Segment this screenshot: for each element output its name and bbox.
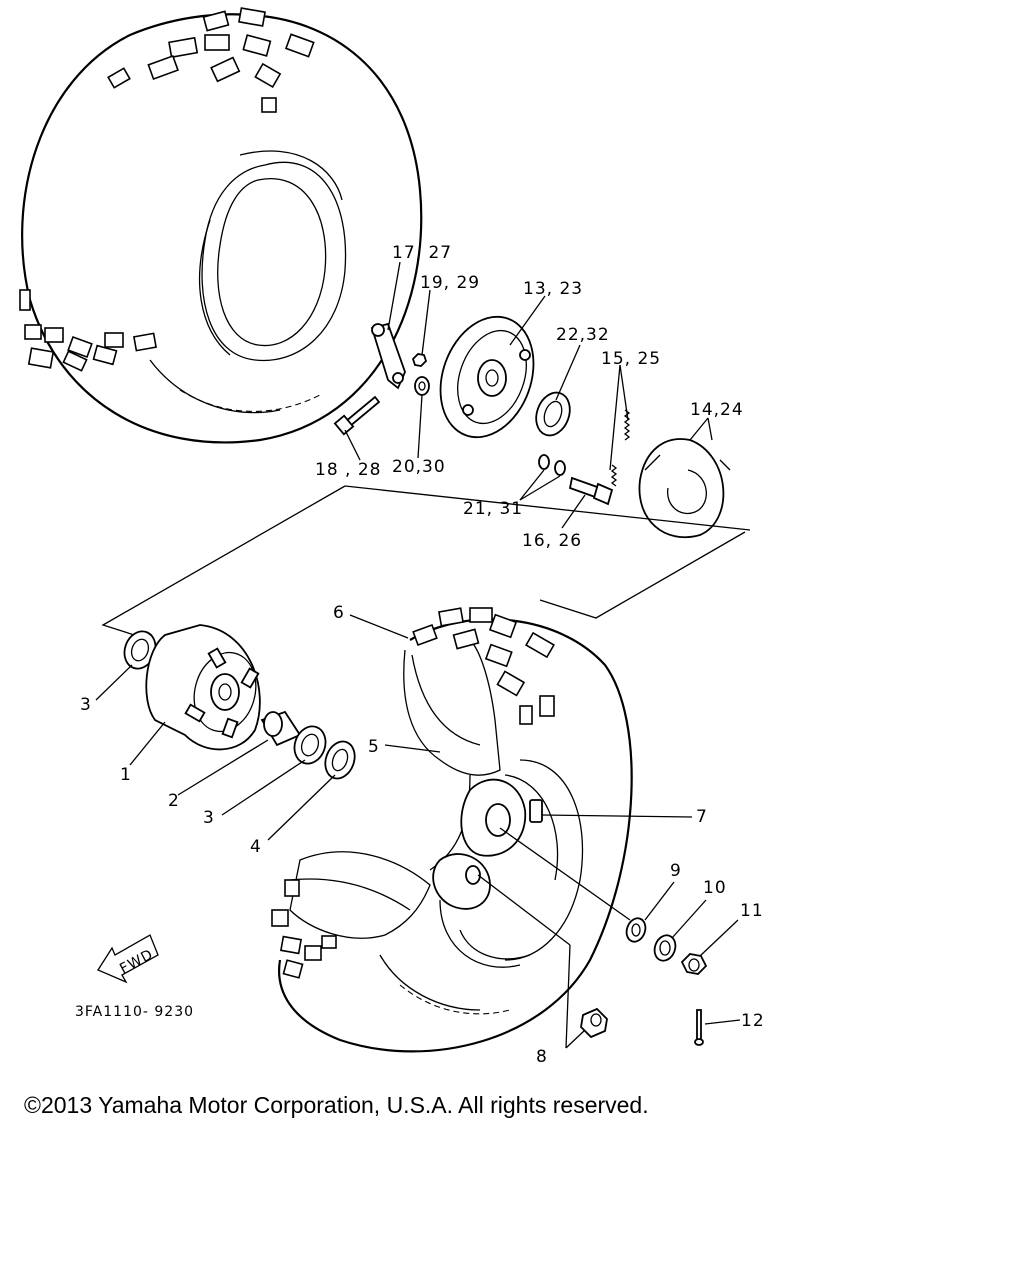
- brake-shoes: [638, 438, 731, 539]
- label-17-27: 17, 27: [392, 243, 452, 263]
- label-19-29: 19, 29: [420, 273, 480, 293]
- brake-camshaft-lever: [370, 322, 406, 390]
- label-3-upper: 3: [80, 695, 92, 715]
- upper-tread-blocks: [19, 7, 315, 372]
- label-16-26: 16, 26: [522, 531, 582, 551]
- oil-seal-4: [324, 740, 356, 780]
- label-15-25: 15, 25: [601, 349, 661, 369]
- washer-9: [625, 917, 647, 943]
- label-14-24: 14,24: [690, 400, 744, 420]
- washer-20: [414, 376, 430, 396]
- adjust-bolt-16: [568, 476, 614, 506]
- label-4: 4: [250, 837, 262, 857]
- exploded-parts-diagram: FWD 17, 27 19, 29 13, 23 22,32 15, 25 14…: [19, 7, 765, 1067]
- label-6: 6: [333, 603, 345, 623]
- rim-hub: [432, 778, 543, 910]
- label-9: 9: [670, 861, 682, 881]
- label-3-lower: 3: [203, 808, 215, 828]
- leader-lines: [95, 261, 741, 1049]
- brake-shoe-plate: [439, 315, 535, 439]
- label-5: 5: [368, 737, 380, 757]
- label-8: 8: [536, 1047, 548, 1067]
- label-13-23: 13, 23: [523, 279, 583, 299]
- washers-21: [538, 454, 566, 476]
- fwd-arrow-icon: FWD: [97, 934, 159, 984]
- label-12: 12: [741, 1011, 765, 1031]
- part-labels: 17, 27 19, 29 13, 23 22,32 15, 25 14,24 …: [80, 243, 765, 1067]
- label-10: 10: [703, 878, 727, 898]
- drawing-code: 3FA1110- 9230: [75, 1004, 194, 1020]
- label-11: 11: [740, 901, 764, 921]
- label-18-28: 18 , 28: [315, 460, 381, 480]
- wheel-nut-8: [580, 1007, 608, 1039]
- cotter-pin-12: [694, 1009, 704, 1046]
- nut-19: [411, 353, 428, 367]
- lever-bolt: [333, 395, 381, 436]
- label-7: 7: [696, 807, 708, 827]
- wheel-hub: [145, 624, 261, 751]
- return-springs: [610, 409, 631, 487]
- label-21-31: 21, 31: [463, 499, 523, 519]
- lower-tire: [271, 607, 633, 1053]
- label-2: 2: [168, 791, 180, 811]
- oil-seal-22: [535, 391, 571, 437]
- label-20-30: 20,30: [392, 457, 446, 477]
- washer-10: [653, 934, 677, 962]
- castle-nut-11: [680, 953, 708, 975]
- bearing-3-lower: [293, 725, 327, 765]
- lower-tread-blocks: [271, 607, 555, 979]
- label-1: 1: [120, 765, 132, 785]
- upper-tire: [19, 7, 423, 444]
- copyright-notice: ©2013 Yamaha Motor Corporation, U.S.A. A…: [24, 1092, 649, 1118]
- label-22-32: 22,32: [556, 325, 610, 345]
